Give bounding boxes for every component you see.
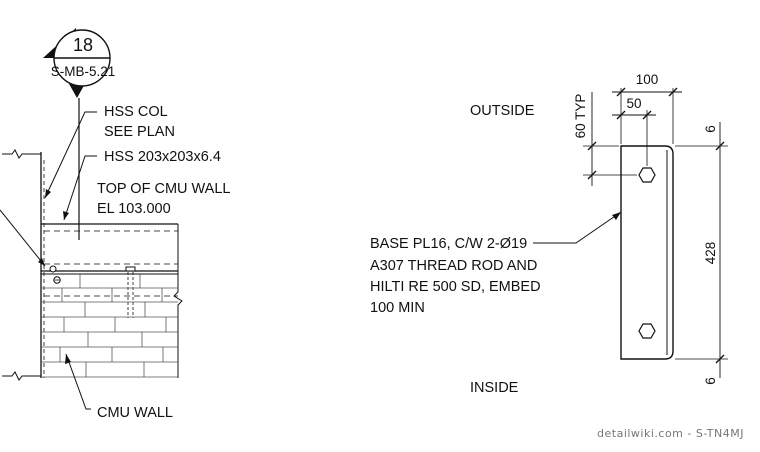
label-inside: INSIDE <box>470 380 519 396</box>
base-plate-outline <box>620 145 674 360</box>
dim-top-gap: 6 <box>703 125 718 133</box>
weld-symbol <box>49 265 57 273</box>
tick-typ-bottom <box>587 170 597 180</box>
leader-hss-col <box>44 111 97 199</box>
tick-bolt-left <box>616 110 626 120</box>
note-hss-col-1: HSS COL <box>104 104 168 120</box>
leader-cmu-wall <box>65 353 91 410</box>
note-top-cmu-1: TOP OF CMU WALL <box>97 181 230 197</box>
section-callouts: HSS COL SEE PLAN HSS 203x203x6.4 TOP OF … <box>44 104 230 421</box>
note-base-plate-3: HILTI RE 500 SD, EMBED <box>370 279 541 295</box>
dim-bolt-edge: 50 <box>626 96 641 111</box>
anchor-bolt-top <box>638 167 656 183</box>
section-marker: 18 S-MB-5.21 <box>43 28 115 98</box>
dim-width: 100 <box>636 72 659 87</box>
watermark: detailwiki.com - S-TN4MJ <box>597 427 744 440</box>
note-hss-size: HSS 203x203x6.4 <box>104 149 221 165</box>
tick-width-right <box>668 87 678 97</box>
leader-base-plate-arrow <box>612 212 621 220</box>
tick-length-top <box>715 141 725 151</box>
leader-base-left <box>0 209 46 267</box>
tick-bolt-right <box>642 110 652 120</box>
break-line-top <box>2 149 41 159</box>
break-line-bottom <box>2 371 41 381</box>
tick-typ-top <box>587 141 597 151</box>
note-top-cmu-2: EL 103.000 <box>97 201 171 217</box>
marker-number: 18 <box>73 35 93 55</box>
plate-detail: OUTSIDE INSIDE 100 50 60 TYP 428 <box>370 72 728 396</box>
leader-hss-size <box>63 155 97 221</box>
note-hss-col-2: SEE PLAN <box>104 124 175 140</box>
wall-section <box>0 149 183 381</box>
cmu-masonry <box>41 274 178 378</box>
marker-sheet-ref: S-MB-5.21 <box>51 64 116 79</box>
tick-length-bottom <box>715 354 725 364</box>
leader-base-left-arrow <box>38 258 45 266</box>
dim-bottom-gap: 6 <box>703 377 718 385</box>
note-base-plate-4: 100 MIN <box>370 300 425 316</box>
note-cmu-wall: CMU WALL <box>97 405 173 421</box>
break-line-right <box>173 224 183 378</box>
leader-hss-col-arrow <box>45 189 51 198</box>
dim-length: 428 <box>703 242 718 265</box>
leader-base-plate <box>533 211 622 244</box>
leader-hss-size-arrow <box>63 211 69 220</box>
anchor-nut <box>125 266 136 272</box>
leader-cmu-wall-arrow <box>65 354 71 364</box>
label-outside: OUTSIDE <box>470 103 535 119</box>
tick-width-left <box>616 87 626 97</box>
anchor-bolt-bottom <box>638 323 656 339</box>
note-base-plate-2: A307 THREAD ROD AND <box>370 258 537 274</box>
note-base-plate-1: BASE PL16, C/W 2-Ø19 <box>370 236 527 252</box>
dim-edge-typ: 60 TYP <box>573 94 588 139</box>
